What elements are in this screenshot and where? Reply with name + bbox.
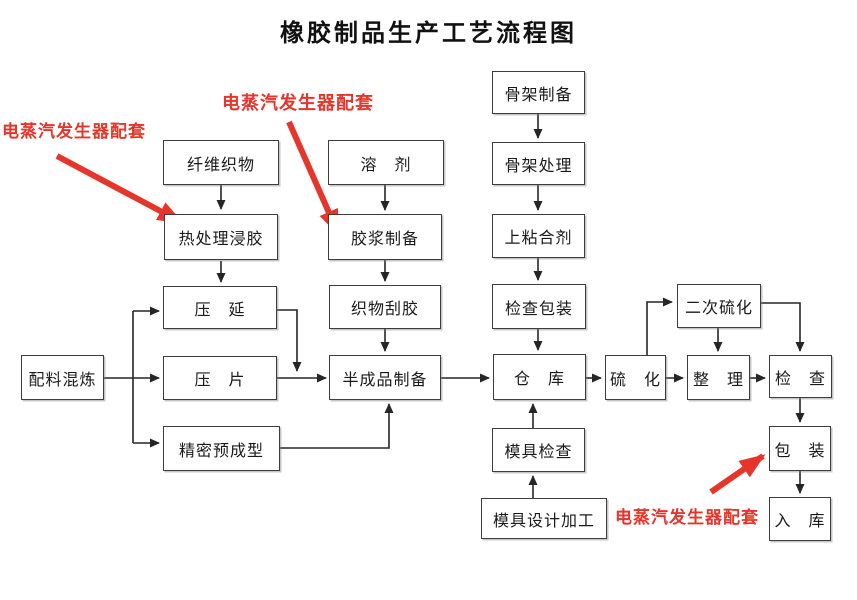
node-label: 模具检查 xyxy=(504,444,573,461)
node-label: 热处理浸胶 xyxy=(178,231,264,248)
node-sheeting: 压 片 xyxy=(163,356,277,400)
node-vulcanizing: 硫 化 xyxy=(605,355,666,400)
node-secondary-vulcanizing: 二次硫化 xyxy=(677,284,761,328)
node-finishing: 整 理 xyxy=(687,355,750,400)
node-inspection: 检 查 xyxy=(769,355,832,398)
node-label: 精密预成型 xyxy=(178,442,264,460)
node-mold-inspection: 模具检查 xyxy=(492,428,585,472)
page-title: 橡胶制品生产工艺流程图 xyxy=(280,21,577,47)
node-fiber-fabric: 纤维织物 xyxy=(163,140,279,185)
node-compound-mixing: 配料混炼 xyxy=(21,355,104,400)
node-inspect-packing: 检查包装 xyxy=(492,284,586,329)
node-solvent: 溶 剂 xyxy=(328,140,444,185)
node-label: 整 理 xyxy=(692,371,744,389)
node-label: 溶 剂 xyxy=(360,156,412,174)
annotation-steam-generator-top: 电蒸汽发生器配套 xyxy=(222,93,374,113)
node-into-storage: 入 库 xyxy=(769,497,831,541)
node-label: 织物刮胶 xyxy=(350,301,419,318)
red-arrow-heat-treat-dipping xyxy=(55,153,184,225)
node-cement-prep: 胶浆制备 xyxy=(328,214,442,260)
node-label: 硫 化 xyxy=(609,371,661,389)
node-label: 上粘合剂 xyxy=(504,230,573,247)
node-label: 纤维织物 xyxy=(186,156,255,174)
node-calendering: 压 延 xyxy=(163,286,277,329)
node-label: 入 库 xyxy=(774,513,826,530)
node-label: 骨架处理 xyxy=(504,157,573,175)
node-label: 模具设计加工 xyxy=(492,512,595,530)
node-warehouse: 仓 库 xyxy=(493,354,586,400)
node-mold-design-machining: 模具设计加工 xyxy=(481,498,607,539)
node-heat-treat-dipping: 热处理浸胶 xyxy=(164,214,278,260)
node-packing: 包 装 xyxy=(769,426,831,471)
node-label: 胶浆制备 xyxy=(350,231,419,248)
node-fabric-spreading: 织物刮胶 xyxy=(329,285,441,329)
node-frame-treatment: 骨架处理 xyxy=(492,142,585,185)
node-label: 检查包装 xyxy=(504,300,573,318)
node-semi-product-prep: 半成品制备 xyxy=(329,355,441,400)
black-connectors xyxy=(104,114,805,498)
node-label: 二次硫化 xyxy=(684,300,753,317)
node-precision-preforming: 精密预成型 xyxy=(163,426,280,471)
node-apply-adhesive: 上粘合剂 xyxy=(492,214,585,258)
annotation-steam-generator-left: 电蒸汽发生器配套 xyxy=(2,122,146,141)
red-arrow-packing xyxy=(709,453,766,495)
node-label: 包 装 xyxy=(774,442,826,460)
node-label: 仓 库 xyxy=(513,371,565,388)
node-frame-prep: 骨架制备 xyxy=(492,71,585,114)
node-label: 压 延 xyxy=(194,301,246,319)
node-label: 检 查 xyxy=(774,370,826,388)
node-label: 压 片 xyxy=(194,372,246,389)
node-label: 半成品制备 xyxy=(342,371,428,389)
annotation-steam-generator-bottom: 电蒸汽发生器配套 xyxy=(615,508,759,527)
node-label: 配料混炼 xyxy=(28,371,97,389)
node-label: 骨架制备 xyxy=(504,86,573,104)
